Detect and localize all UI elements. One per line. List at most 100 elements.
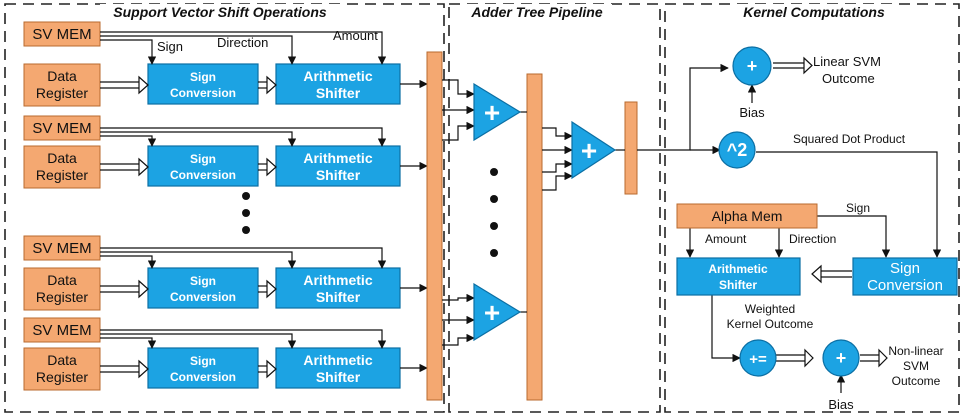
adder-ellipsis: • • • • — [489, 156, 499, 268]
svg-text:Arithmetic: Arithmetic — [708, 262, 768, 276]
kernel-title: Kernel Computations — [743, 4, 885, 20]
svg-text:Shifter: Shifter — [316, 85, 361, 101]
sv-mem: SV MEM — [23, 317, 101, 343]
svg-text:^2: ^2 — [727, 140, 748, 160]
kernel-bus-arrows — [773, 56, 888, 368]
lane-wires — [100, 31, 428, 89]
bus-arrow — [100, 359, 277, 379]
squared-dot-product-label: Squared Dot Product — [793, 132, 906, 146]
kernel-wires — [637, 63, 942, 393]
lane-wires — [100, 127, 428, 171]
svg-text:Conversion: Conversion — [170, 86, 236, 100]
svg-text:Arithmetic: Arithmetic — [303, 352, 372, 368]
sv-shift-title: Support Vector Shift Operations — [113, 4, 327, 20]
kernel-sign-label: Sign — [846, 201, 870, 215]
pipeline-register-2 — [526, 73, 543, 401]
svg-text:Shifter: Shifter — [719, 278, 757, 292]
svg-text:Conversion: Conversion — [170, 370, 236, 384]
sv-lanes: SV MEMDataRegisterSignConversionArithmet… — [23, 21, 428, 391]
kernel-sign-conversion: Sign Conversion — [852, 257, 958, 296]
svg-text:Sign: Sign — [190, 274, 216, 288]
final-adder: + — [822, 339, 860, 377]
svg-text:Data: Data — [47, 68, 77, 84]
adder-3: + — [571, 120, 617, 180]
svg-text:SV MEM: SV MEM — [32, 322, 91, 339]
sign-label: Sign — [157, 39, 183, 54]
lane-wires — [100, 247, 428, 293]
svg-text:•: • — [489, 183, 499, 214]
pipeline-register-3 — [624, 101, 638, 195]
svg-text:Register: Register — [36, 85, 88, 101]
sv-lane: SV MEMDataRegisterSignConversionArithmet… — [23, 317, 428, 391]
svg-text:Data: Data — [47, 150, 77, 166]
svg-text:•: • — [241, 180, 251, 211]
linear-outcome-label-1: Linear SVM — [813, 54, 881, 69]
nonlinear-label-2: SVM — [903, 359, 929, 373]
kernel-arithmetic-shifter: Arithmetic Shifter — [676, 257, 801, 296]
svg-text:+: + — [747, 56, 758, 76]
svg-text:Shifter: Shifter — [316, 289, 361, 305]
bias-label-1: Bias — [739, 105, 765, 120]
bias-label-2: Bias — [828, 397, 854, 412]
svg-text:SV MEM: SV MEM — [32, 26, 91, 43]
svg-text:Register: Register — [36, 289, 88, 305]
lane-ellipsis: • • • — [241, 180, 251, 245]
svg-text:Arithmetic: Arithmetic — [303, 272, 372, 288]
accumulator: += — [739, 339, 777, 377]
svg-text:Data: Data — [47, 352, 77, 368]
alpha-mem: Alpha Mem — [676, 203, 818, 229]
svg-text:+: + — [484, 97, 500, 128]
kernel-direction-label: Direction — [789, 232, 836, 246]
svg-text:•: • — [241, 214, 251, 245]
adder-2: + — [473, 282, 522, 342]
svg-text:Conversion: Conversion — [867, 277, 943, 294]
svg-text:Sign: Sign — [190, 70, 216, 84]
svg-text:•: • — [489, 210, 499, 241]
pipeline-register-1 — [426, 51, 443, 401]
svg-text:SV MEM: SV MEM — [32, 240, 91, 257]
amount-label: Amount — [333, 28, 378, 43]
svg-text:Sign: Sign — [190, 354, 216, 368]
svg-text:Conversion: Conversion — [170, 168, 236, 182]
sv-mem: SV MEM — [23, 21, 101, 47]
kernel-amount-label: Amount — [705, 232, 747, 246]
bus-arrow — [100, 279, 277, 299]
svg-text:•: • — [241, 197, 251, 228]
square-op: ^2 — [718, 131, 756, 169]
lane-wires — [100, 329, 428, 373]
nonlinear-label-1: Non-linear — [888, 344, 943, 358]
sv-mem: SV MEM — [23, 235, 101, 261]
svg-text:+: + — [484, 297, 500, 328]
adder-input-wires — [442, 79, 625, 346]
adder-tree-frame — [448, 3, 661, 413]
weighted-label-1: Weighted — [745, 302, 795, 316]
linear-outcome-label-2: Outcome — [822, 71, 875, 86]
nonlinear-label-3: Outcome — [892, 374, 941, 388]
svg-text:Alpha Mem: Alpha Mem — [712, 208, 783, 224]
sv-mem: SV MEM — [23, 115, 101, 141]
svg-text:Arithmetic: Arithmetic — [303, 68, 372, 84]
bus-arrow — [100, 157, 277, 177]
weighted-label-2: Kernel Outcome — [727, 317, 814, 331]
svg-text:Register: Register — [36, 167, 88, 183]
bus-arrow — [100, 75, 277, 95]
svg-text:Data: Data — [47, 272, 77, 288]
svg-text:Conversion: Conversion — [170, 290, 236, 304]
svg-text:Sign: Sign — [190, 152, 216, 166]
svg-text:+: + — [836, 348, 847, 368]
svg-text:+=: += — [749, 351, 767, 368]
